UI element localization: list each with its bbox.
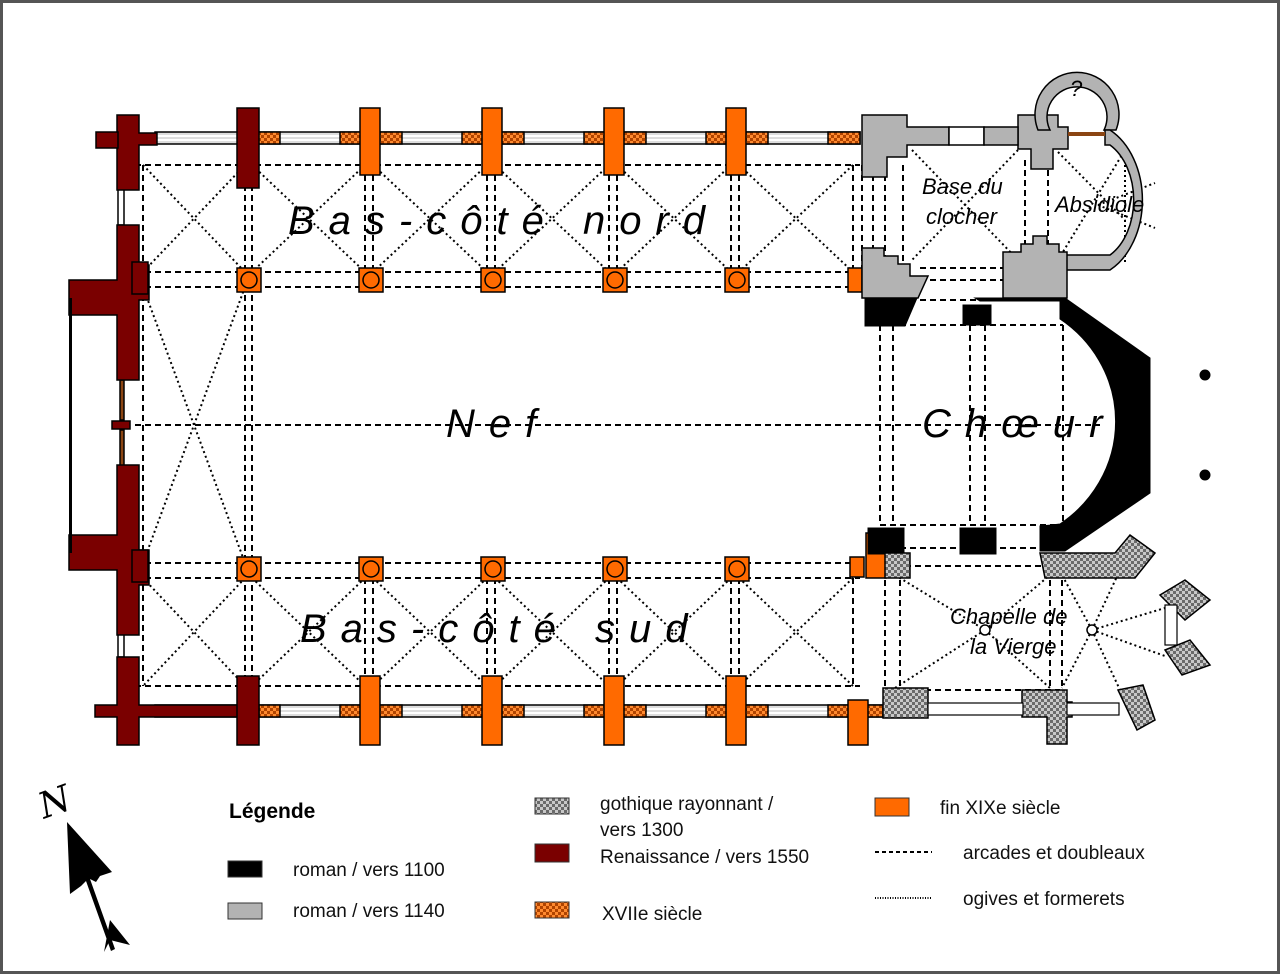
legend-swatch-roman-1140 bbox=[227, 902, 263, 920]
legend-label-gothic-2: vers 1300 bbox=[600, 820, 683, 841]
legend-label-renaissance: Renaissance / vers 1550 bbox=[600, 847, 809, 868]
label-bell-tower-2: clocher bbox=[926, 204, 999, 229]
romanesque-1100-walls bbox=[864, 297, 1211, 555]
legend-label-xvii: XVIIe siècle bbox=[602, 904, 702, 925]
keystones bbox=[979, 624, 1098, 636]
ogives-lines bbox=[142, 149, 1166, 691]
legend-swatch-xvii bbox=[534, 901, 570, 919]
legend-label-roman-1100: roman / vers 1100 bbox=[293, 860, 445, 881]
legend-swatch-renaissance bbox=[534, 843, 570, 863]
legend-label-arcades: arcades et doubleaux bbox=[963, 843, 1145, 864]
gothic-walls bbox=[882, 533, 1212, 745]
porch-outline bbox=[69, 298, 72, 553]
legend-label-roman-1140: roman / vers 1140 bbox=[293, 901, 445, 922]
legend-label-gothic-1: gothique rayonnant / bbox=[600, 794, 774, 815]
north-arrow-icon: N bbox=[32, 778, 130, 952]
label-bell-tower-1: Base du bbox=[922, 174, 1003, 199]
label-unknown-room: ? bbox=[1070, 76, 1083, 101]
legend-label-xix: fin XIXe siècle bbox=[940, 798, 1060, 819]
legend-swatch-gothic bbox=[534, 797, 570, 815]
label-south-aisle: Bas-côté sud bbox=[300, 607, 701, 651]
label-chapel-2: la Vierge bbox=[970, 634, 1056, 659]
legend-swatch-xix bbox=[874, 797, 910, 817]
passage-wall bbox=[1068, 132, 1105, 136]
label-apsidiole: Absidiole bbox=[1053, 192, 1144, 217]
label-choir: Chœur bbox=[922, 402, 1116, 446]
legend: Légende roman / vers 1100 roman / vers 1… bbox=[227, 794, 1145, 925]
chapel-windows bbox=[927, 604, 1178, 716]
legend-swatch-roman-1100 bbox=[227, 860, 263, 878]
north-letter: N bbox=[32, 778, 78, 828]
legend-label-ogives: ogives et formerets bbox=[963, 889, 1125, 910]
pier-columns bbox=[240, 271, 746, 578]
label-chapel-1: Chapelle de bbox=[950, 604, 1067, 629]
legend-title: Légende bbox=[229, 800, 315, 823]
renaissance-walls bbox=[68, 107, 260, 746]
label-north-aisle: Bas-côté nord bbox=[288, 199, 719, 243]
romanesque-1140-walls bbox=[861, 71, 1144, 299]
label-nave: Nef bbox=[446, 402, 550, 446]
